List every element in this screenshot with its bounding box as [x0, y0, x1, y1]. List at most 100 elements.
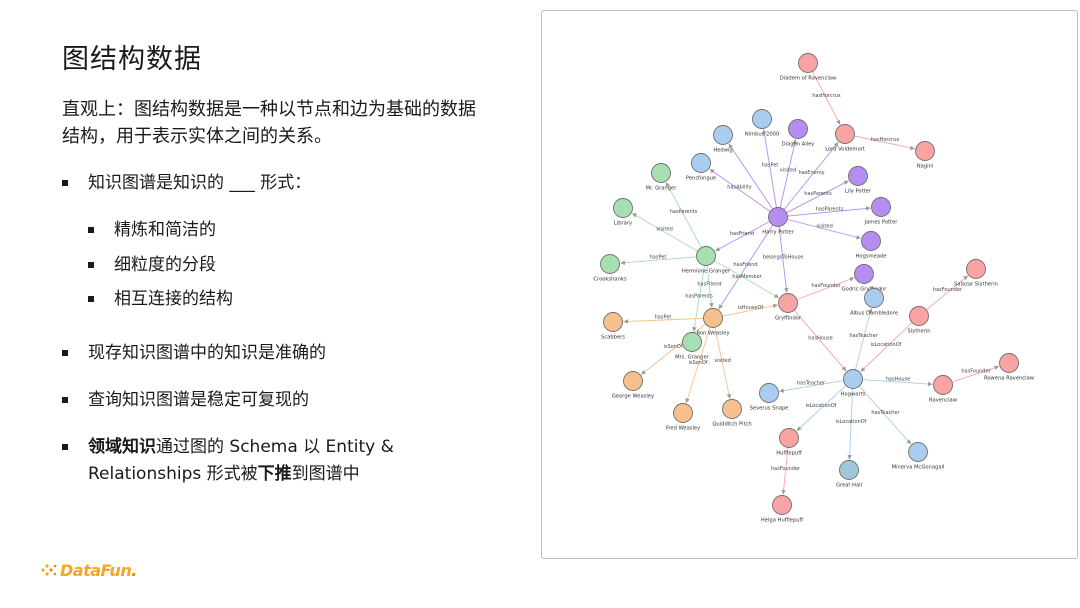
graph-node-circle: [854, 264, 874, 284]
graph-node-label: Slytherin: [907, 329, 930, 335]
graph-node-circle: [651, 163, 671, 183]
graph-node-label: Pensfongue: [686, 176, 716, 182]
graph-node-label: Hedwig: [713, 148, 732, 154]
graph-node-label: Mr. Granger: [646, 186, 678, 192]
graph-node-label: Scabbers: [601, 335, 625, 341]
graph-node-mrgranger: Mr. Granger: [646, 163, 678, 192]
bullet-text: 现存知识图谱中的知识是准确的: [88, 343, 326, 363]
graph-node-label: James Potter: [864, 220, 899, 226]
graph-node-circle: [759, 383, 779, 403]
graph-edge-label: belongsToHouse: [763, 255, 804, 261]
graph-edge-label: hasPet: [655, 315, 672, 321]
graph-node-label: Nimbus 2000: [745, 132, 780, 138]
graph-node-circle: [673, 403, 693, 423]
graph-node-dumbledore: Albus Dumbledore: [850, 288, 898, 317]
graph-edge: [793, 309, 847, 372]
graph-node-greathall: Great Hall: [836, 460, 862, 489]
graph-node-label: Great Hall: [836, 483, 862, 489]
graph-node-label: Salazar Slytherin: [954, 282, 998, 288]
graph-node-label: Minerva McGonagall: [892, 465, 945, 471]
graph-edge: [778, 226, 789, 293]
bullet-text: 知识图谱是知识的 ___ 形式：: [88, 173, 312, 193]
sub-bullet-item: 细粒度的分段: [88, 252, 216, 279]
graph-edge: [631, 212, 699, 252]
bullet-square-icon: [62, 444, 68, 450]
graph-edge: [860, 322, 913, 373]
graph-node-diagon: Diagon Alley: [782, 119, 815, 148]
graph-node-circle: [999, 353, 1019, 373]
graph-node-voldemort: Lord Voldemort: [825, 124, 865, 153]
graph-node-circle: [768, 207, 788, 227]
graph-node-nagini: Nagini: [915, 141, 935, 170]
graph-edge: [854, 135, 915, 151]
slide-title: 图结构数据: [62, 44, 202, 75]
graph-edge-label: hasMember: [732, 274, 762, 280]
graph-node-mrsgranger: Mrs. Granger: [675, 332, 710, 361]
bullet-item: 现存知识图谱中的知识是准确的: [62, 340, 326, 367]
graph-edge-label: isLocationOf: [871, 342, 902, 348]
graph-edge: [854, 308, 873, 370]
graph-node-label: Quidditch Pitch: [712, 422, 751, 428]
graph-edge: [722, 303, 778, 317]
graph-node-circle: [788, 119, 808, 139]
datafun-logo: DataFun.: [40, 558, 137, 582]
graph-edge: [787, 206, 871, 217]
graph-edge: [714, 260, 780, 299]
graph-edge: [718, 224, 774, 310]
graph-edge: [783, 141, 839, 210]
graph-node-label: Lord Voldemort: [825, 147, 865, 153]
graph-node-label: Ron Weasley: [696, 331, 729, 337]
graph-edge: [951, 365, 1000, 383]
graph-node-crookshanks: Crookshanks: [593, 254, 627, 283]
logo-dot: .: [131, 560, 137, 580]
graph-edge-label: isLocationOf: [806, 403, 837, 409]
graph-edge: [715, 221, 770, 252]
graph-node-gryffindor: Gryffindor: [775, 293, 802, 322]
graph-node-label: Rowena Ravenclaw: [984, 376, 1035, 382]
graph-node-circle: [603, 312, 623, 332]
graph-node-circle: [864, 288, 884, 308]
graph-edge: [706, 265, 714, 308]
graph-node-circle: [713, 125, 733, 145]
graph-node-harry: Harry Potter: [762, 207, 795, 236]
graph-edge: [623, 317, 704, 324]
graph-edge: [620, 256, 697, 265]
graph-edge-label: hasTeacher: [871, 410, 900, 416]
graph-node-quidditch: Quidditch Pitch: [712, 399, 752, 428]
bullet-square-icon: [88, 227, 94, 233]
graph-node-label: Ravenclaw: [929, 398, 958, 404]
graph-edge-label: hasFriend: [730, 231, 754, 237]
graph-node-hogsmeade: Hogsmeade: [856, 231, 886, 260]
logo-wordmark: DataFun: [60, 560, 132, 580]
graph-node-hedwig: Hedwig: [713, 125, 733, 154]
graph-edge: [786, 180, 849, 214]
graph-edge-labels: hasHorcruxhasHorcruxhasEnemyhasPetvisite…: [650, 93, 992, 472]
graph-edge: [685, 326, 711, 404]
graph-node-circle: [696, 246, 716, 266]
graph-node-circle: [703, 308, 723, 328]
graph-node-rowena: Rowena Ravenclaw: [984, 353, 1035, 382]
graph-node-label: Gryffindor: [775, 316, 802, 322]
bullet-item: 知识图谱是知识的 ___ 形式：: [62, 170, 311, 197]
graph-edge-label: hasFounder: [771, 466, 801, 472]
graph-node-circle: [779, 428, 799, 448]
graph-node-hogwarts: Hogwarts: [841, 369, 866, 398]
graph-node-circle: [691, 153, 711, 173]
graph-node-label: Severus Snape: [750, 406, 789, 412]
graph-node-circle: [843, 369, 863, 389]
bullet-text: 精炼和简洁的: [114, 220, 216, 240]
graph-edge: [640, 323, 706, 375]
graph-edge-label: hasFounder: [961, 369, 991, 375]
graph-node-label: Crookshanks: [593, 277, 626, 283]
graph-node-label: Diagon Alley: [782, 142, 815, 148]
graph-edge-label: hasAbility: [727, 185, 752, 191]
graph-node-label: Helga Hufflepuff: [761, 518, 804, 524]
graph-edge-label: hasHorcrux: [812, 93, 841, 99]
graph-edge: [858, 385, 912, 445]
graph-node-circle: [623, 371, 643, 391]
graph-edge-label: isHouseOf: [738, 305, 764, 311]
graph-edge-label: hasParents: [804, 191, 832, 197]
graph-edge: [926, 275, 969, 311]
bullet-item: 查询知识图谱是稳定可复现的: [62, 387, 309, 414]
